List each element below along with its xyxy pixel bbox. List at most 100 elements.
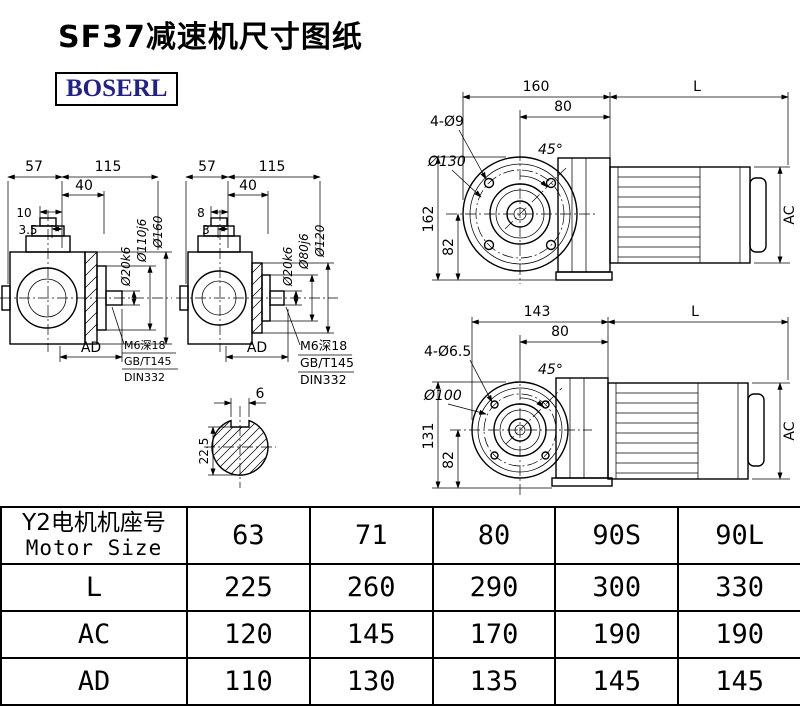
motor-size-value: 90L [677,506,800,565]
front-view-large: 160 L 80 4-Ø9 45° Ø130 162 82 AC [421,79,798,284]
dim-label: Ø80j6 [297,233,311,270]
dim-label: 22.5 [197,438,211,465]
motor-size-header: Y2电机机座号 Motor Size [0,506,188,565]
cell-value: 110 [186,657,311,706]
dim-label: 162 [421,206,437,233]
dim-label: 57 [25,159,43,175]
dimensions: 57 115 40 8 3 Ø20k6 Ø80j6 Ø120 [185,159,334,362]
motor [609,166,767,264]
table-row-AC: AC 120 145 170 190 190 [0,610,800,659]
dim-label: Ø120 [313,224,327,258]
dim-label: Ø100 [423,388,462,404]
motor-size-label-en: Motor Size [25,535,163,560]
dimensions: 160 L 80 4-Ø9 45° Ø130 162 82 AC [421,79,798,281]
dim-label: Ø130 [427,154,466,170]
dim-label: 82 [441,451,457,469]
dim-label: Ø160 [151,215,165,249]
note-line-2: GB/T145 [300,355,354,370]
output-flange [84,251,123,345]
dim-label: 131 [421,423,437,450]
side-view-small: 57 115 40 8 3 Ø20k6 Ø80j6 Ø120 [176,159,354,387]
dim-label: 45° [538,142,563,158]
centerlines [450,370,592,498]
dim-label: 8 [197,206,205,220]
dim-label: 10 [16,206,31,220]
cell-value: 225 [186,563,311,612]
dimension-table: Y2电机机座号 Motor Size 63 71 80 90S 90L L 22… [0,506,800,706]
cell-value: 145 [677,657,800,706]
note-line-2: GB/T145 [124,355,172,368]
dim-label: 3.5 [18,223,37,237]
technical-drawing: 57 115 40 10 3.5 Ø20k6 Ø110j6 Ø160 [0,79,798,498]
note-line-1: M6深18 [124,339,166,352]
motor-size-value: 90S [554,506,680,565]
dim-label: L [693,79,701,95]
table-header-row: Y2电机机座号 Motor Size 63 71 80 90S 90L [0,506,800,565]
motor-size-value: 80 [431,506,557,565]
dim-label: 82 [441,238,457,256]
note-line-3: DIN332 [300,372,347,387]
gearbox-body [1,217,86,345]
output-flange [251,262,285,334]
dim-label: AC [782,205,798,224]
shaft-section: 6 22.5 [197,386,276,488]
dimensions: 57 115 40 10 3.5 Ø20k6 Ø110j6 Ø160 [7,159,172,362]
dim-label: 80 [551,324,569,340]
row-label: AC [0,610,188,659]
gear-housing [551,377,613,487]
dim-label: 6 [256,386,265,402]
dim-label: 160 [523,79,550,95]
dim-label: 115 [259,159,286,175]
gear-housing [555,157,613,281]
cell-value: 120 [186,610,311,659]
cell-value: 130 [308,657,434,706]
dim-label: 143 [524,304,551,320]
tap-note: M6深18 GB/T145 DIN332 [285,306,354,387]
dim-label: AD [81,340,101,356]
dim-label: AD [247,340,267,356]
dim-label: 40 [75,178,93,194]
dim-label: Ø20k6 [119,246,133,287]
dim-label: 4-Ø6.5 [424,344,471,360]
cell-value: 300 [554,563,680,612]
brand-logo: BOSERL [55,72,179,106]
dim-label: 80 [554,99,572,115]
note-line-3: DIN332 [124,371,165,384]
dim-label: AC [782,421,798,440]
centerlines [446,150,596,284]
dim-label: L [691,304,699,320]
dim-label: 115 [95,159,122,175]
motor-size-value: 63 [186,506,311,565]
motor-size-value: 71 [308,506,434,565]
gearbox-body [179,217,253,345]
cell-value: 290 [431,563,557,612]
dim-label: 57 [198,159,216,175]
dim-label: 40 [239,178,257,194]
front-view-small: 143 L 80 4-Ø6.5 45° Ø100 131 82 AC [421,304,798,498]
dimensions: 143 L 80 4-Ø6.5 45° Ø100 131 82 AC [421,304,798,489]
motor [607,382,765,480]
cell-value: 170 [431,610,557,659]
section-hatching [212,420,268,476]
cell-value: 145 [308,610,434,659]
dim-label: 45° [538,362,563,378]
side-view-large: 57 115 40 10 3.5 Ø20k6 Ø110j6 Ø160 [0,159,178,384]
dim-label: Ø20k6 [281,246,295,287]
cell-value: 330 [677,563,800,612]
dimensions: 6 22.5 [197,386,266,476]
dim-label: 4-Ø9 [430,114,464,130]
note-line-1: M6深18 [300,338,347,353]
motor-size-label-cn: Y2电机机座号 [22,510,166,537]
cell-value: 190 [677,610,800,659]
row-label: AD [0,657,188,706]
table-row-L: L 225 260 290 300 330 [0,563,800,612]
table-row-AD: AD 110 130 135 145 145 [0,657,800,706]
cell-value: 145 [554,657,680,706]
cell-value: 260 [308,563,434,612]
cell-value: 135 [431,657,557,706]
row-label: L [0,563,188,612]
dim-label: 3 [202,223,210,237]
flange-circles [462,156,578,272]
dim-label: Ø110j6 [135,218,149,263]
cell-value: 190 [554,610,680,659]
